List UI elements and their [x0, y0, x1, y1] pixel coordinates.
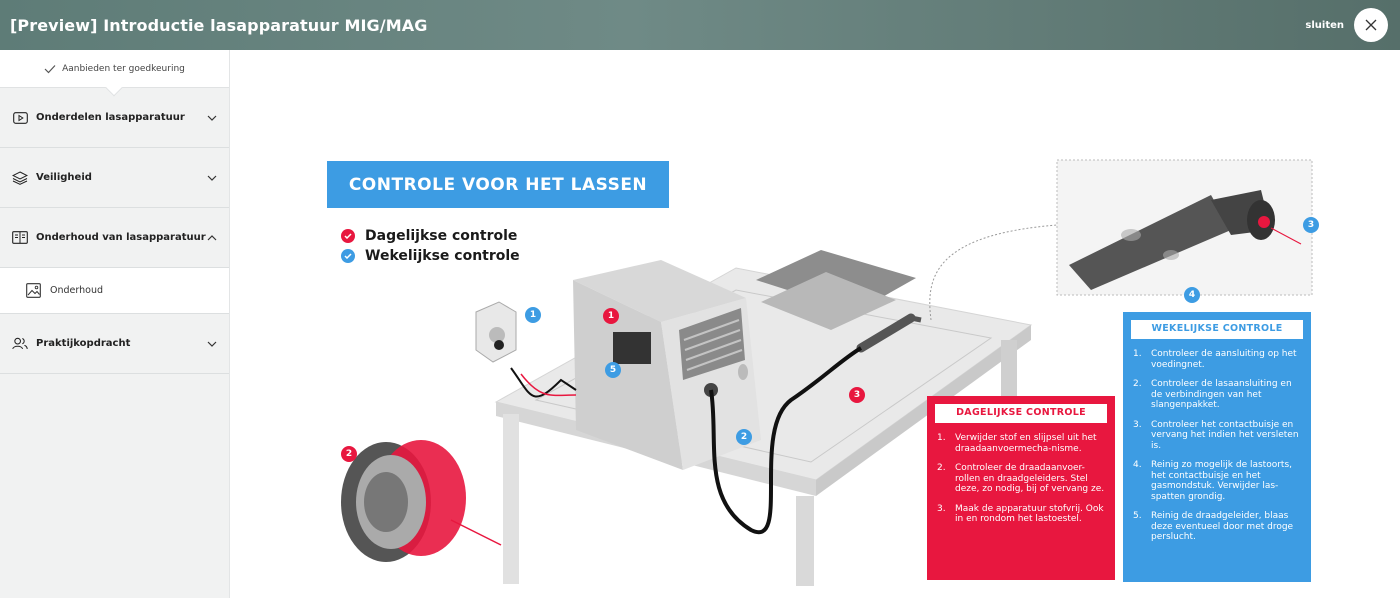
daily-check-box: DAGELIJKSE CONTROLE 1.Verwijder stof en … [927, 396, 1115, 580]
daily-step: 3.Maak de apparatuur stofvrij. Ook in en… [937, 503, 1104, 525]
users-icon [12, 336, 28, 352]
marker-3-red: 3 [849, 387, 865, 403]
close-button[interactable] [1354, 8, 1388, 42]
video-icon [12, 110, 28, 126]
legend: Dagelijkse controle Wekelijkse controle [341, 226, 520, 266]
legend-item-daily: Dagelijkse controle [341, 226, 520, 246]
close-label[interactable]: sluiten [1305, 19, 1344, 31]
chevron-down-icon [207, 175, 217, 181]
book-icon [12, 230, 28, 246]
check-circle-icon [341, 249, 355, 263]
marker-5-blue: 5 [605, 362, 621, 378]
weekly-step: 2.Controleer de lasaansluiting en de ver… [1133, 379, 1292, 410]
close-icon [1365, 19, 1377, 31]
sidebar-item-praktijkopdracht[interactable]: Praktijkopdracht [0, 314, 229, 374]
weekly-check-title: WEKELIJKSE CONTROLE [1131, 320, 1303, 339]
content-area: CONTROLE VOOR HET LASSEN Dagelijkse cont… [231, 50, 1400, 598]
page-title: [Preview] Introductie lasapparatuur MIG/… [10, 15, 428, 35]
daily-check-title: DAGELIJKSE CONTROLE [935, 404, 1107, 423]
chevron-down-icon [207, 341, 217, 347]
image-icon [26, 282, 42, 299]
check-icon [44, 64, 56, 73]
weekly-step: 5.Reinig de draadgeleider, blaas deze ev… [1133, 511, 1294, 542]
legend-label: Wekelijkse controle [365, 248, 520, 264]
sidebar: Aanbieden ter goedkeuring Onderdelen las… [0, 50, 230, 598]
weekly-step: 4.Reinig zo mogelijk de lastoorts, het c… [1133, 460, 1292, 502]
layers-icon [12, 170, 28, 186]
sidebar-subitem-onderhoud[interactable]: Onderhoud [0, 268, 229, 314]
welding-illustration [341, 159, 1313, 586]
sidebar-subitem-label: Onderhoud [50, 285, 103, 296]
sidebar-item-veiligheid[interactable]: Veiligheid [0, 148, 229, 208]
weekly-step: 1.Controleer de aansluiting op het voedi… [1133, 349, 1297, 370]
approval-label: Aanbieden ter goedkeuring [62, 63, 185, 74]
weekly-step: 3.Controleer het contactbuisje en vervan… [1133, 419, 1299, 451]
marker-2-red: 2 [341, 446, 357, 462]
legend-item-weekly: Wekelijkse controle [341, 246, 520, 266]
header-actions: sluiten [1305, 8, 1388, 42]
check-circle-icon [341, 229, 355, 243]
sidebar-item-onderhoud-lasapparatuur[interactable]: Onderhoud van lasapparatuur [0, 208, 229, 268]
sidebar-item-label: Onderdelen lasapparatuur [36, 112, 185, 123]
marker-4-blue: 4 [1184, 287, 1200, 303]
chevron-up-icon [207, 234, 217, 240]
sidebar-item-label: Onderhoud van lasapparatuur [36, 232, 206, 243]
marker-1-red: 1 [603, 308, 619, 324]
approval-button[interactable]: Aanbieden ter goedkeuring [0, 50, 229, 97]
marker-1-blue: 1 [525, 307, 541, 323]
sidebar-item-onderdelen[interactable]: Onderdelen lasapparatuur [0, 88, 229, 148]
legend-label: Dagelijkse controle [365, 228, 518, 244]
chevron-down-icon [207, 115, 217, 121]
sidebar-item-label: Praktijkopdracht [36, 338, 131, 349]
daily-step: 2.Controleer de draadaanvoer-rollen en d… [937, 463, 1105, 494]
banner-title: CONTROLE VOOR HET LASSEN [327, 161, 669, 208]
header-bar: [Preview] Introductie lasapparatuur MIG/… [0, 0, 1400, 50]
marker-2-blue: 2 [736, 429, 752, 445]
weekly-check-box: WEKELIJKSE CONTROLE 1.Controleer de aans… [1123, 312, 1311, 582]
sidebar-item-label: Veiligheid [36, 172, 92, 183]
marker-3-blue: 3 [1303, 217, 1319, 233]
daily-step: 1.Verwijder stof en slijpsel uit het dra… [937, 433, 1097, 454]
